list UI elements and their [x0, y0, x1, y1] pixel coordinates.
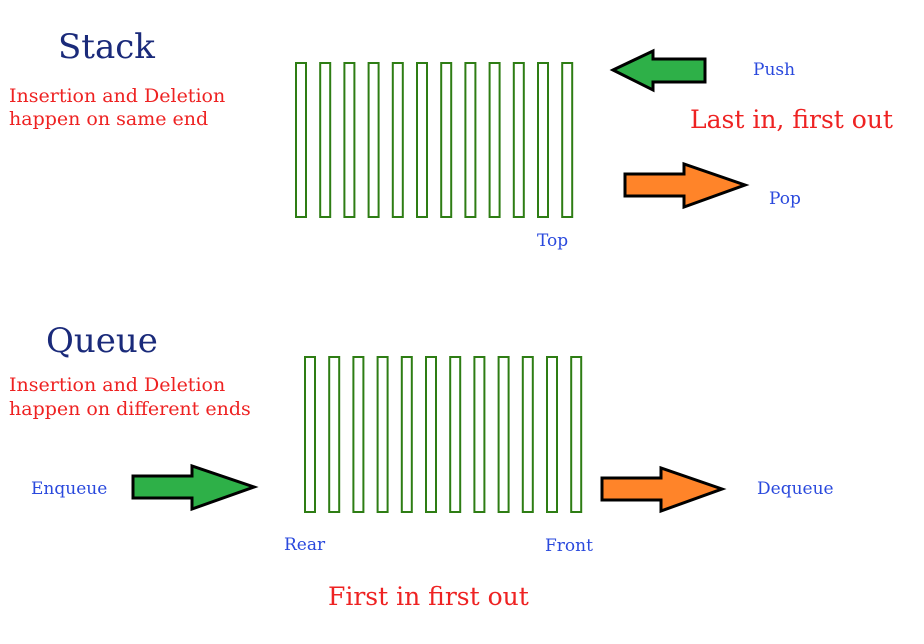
queue-slots	[304, 356, 583, 513]
queue-slot	[328, 356, 341, 513]
stack-slot	[295, 62, 307, 218]
queue-rear-label: Rear	[284, 535, 326, 555]
stack-slot	[391, 62, 404, 218]
enqueue-label: Enqueue	[31, 479, 108, 499]
stack-slot	[512, 62, 525, 218]
dequeue-label: Dequeue	[757, 479, 834, 499]
stack-slot	[488, 62, 501, 218]
stack-slot	[561, 62, 574, 218]
queue-desc-line2: happen on different ends	[9, 398, 251, 420]
stack-top-label: Top	[537, 231, 569, 251]
stack-slots	[295, 62, 574, 218]
enqueue-arrow-icon	[131, 463, 259, 512]
stack-slot	[367, 62, 380, 218]
queue-slot	[400, 356, 413, 513]
push-arrow-icon	[609, 48, 707, 93]
queue-slot	[546, 356, 558, 513]
queue-motto: First in first out	[328, 582, 529, 611]
stack-desc-line1: Insertion and Deletion	[9, 85, 226, 107]
queue-slot	[497, 356, 510, 513]
queue-slot	[376, 356, 389, 513]
stack-slot	[416, 62, 428, 218]
push-label: Push	[753, 60, 796, 80]
stack-desc-line2: happen on same end	[9, 108, 209, 130]
stack-slot	[537, 62, 549, 218]
pop-arrow-icon	[623, 161, 750, 210]
stack-title: Stack	[58, 27, 155, 67]
stack-slot	[440, 62, 453, 218]
queue-slot	[473, 356, 486, 513]
queue-slot	[425, 356, 437, 513]
stack-motto: Last in, first out	[690, 105, 893, 134]
queue-slot	[521, 356, 534, 513]
queue-slot	[304, 356, 316, 513]
queue-title: Queue	[46, 321, 158, 361]
queue-front-label: Front	[545, 536, 593, 556]
dequeue-arrow-icon	[600, 465, 727, 514]
stack-slot	[464, 62, 477, 218]
pop-label: Pop	[769, 189, 801, 209]
stack-slot	[319, 62, 332, 218]
queue-slot	[352, 356, 365, 513]
queue-desc-line1: Insertion and Deletion	[9, 374, 226, 396]
stack-slot	[343, 62, 356, 218]
queue-slot	[449, 356, 462, 513]
queue-slot	[570, 356, 583, 513]
